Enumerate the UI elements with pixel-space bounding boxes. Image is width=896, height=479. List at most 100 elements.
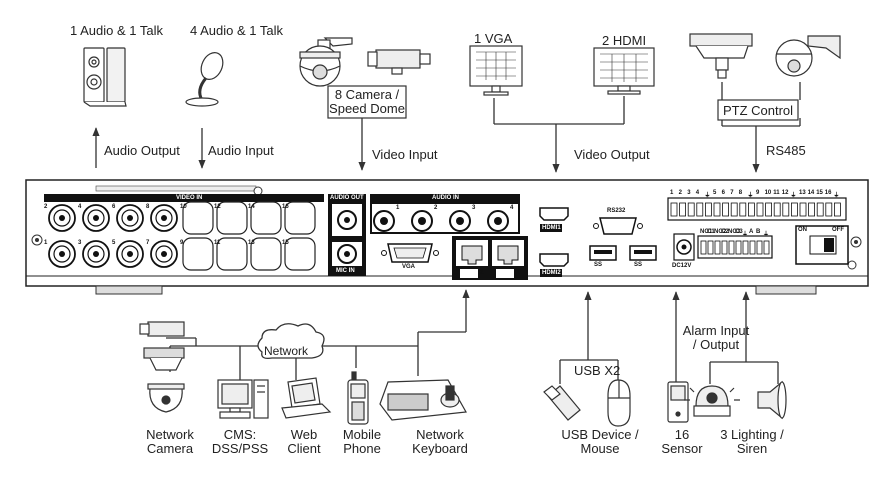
speed-dome-icon [299,37,353,87]
alarm-terminal-pin [808,202,815,217]
video-port-15 [284,237,316,271]
video-port-3 [82,240,110,268]
alarm-terminal-pin [722,202,729,217]
audio-in-number-1: 1 [396,205,400,211]
mouse-icon [607,379,631,427]
alarm-terminal-label: ⏚ [790,193,797,199]
video-port-number-11: 11 [214,240,221,246]
relay-terminal-pin [721,240,728,255]
video-port-number-6: 6 [112,204,116,210]
label-sensor-1: 16 [674,427,690,442]
audio-out-block [328,194,366,276]
video-port-12 [216,201,248,235]
relay-terminal-pin [714,240,721,255]
panel-lan1-label: 1 [516,270,520,276]
video-port-number-13: 13 [248,240,255,246]
alarm-terminal-pin [687,202,695,217]
microphone-icon [185,52,224,107]
video-port-10 [182,201,214,235]
alarm-input-terminals [670,202,841,217]
label-audio-input: Audio Input [208,143,274,158]
network-cloud-icon [257,323,325,360]
alarm-terminal-pin [713,202,721,217]
alarm-terminal-label: ⏚ [833,193,840,199]
alarm-terminal-pin [825,202,833,217]
relay-terminal-label: ⏚ [742,232,749,238]
video-port-number-10: 10 [180,204,187,210]
video-port-11 [216,237,248,271]
alarm-terminal-pin [773,202,781,217]
alarm-terminal-pin [782,202,790,217]
label-ptz-control: PTZ Control [722,103,794,118]
label-cms-1: CMS: [223,427,257,442]
relay-terminal-pin [749,240,756,255]
vga-monitor-icon [469,45,523,96]
box-camera-icon [367,49,431,75]
label-usb-device-2: Mouse [580,441,620,456]
siren-light-icon [684,385,740,417]
panel-rs232-label: RS232 [607,208,626,214]
label-hdmi: 2 HDMI [602,33,647,48]
audio-in-port-3 [449,210,471,232]
top-connections [92,82,801,173]
alarm-terminal-label: 12 [781,190,789,196]
label-camera-line1: 8 Camera / [334,87,400,102]
relay-output-terminals [700,240,770,255]
label-network-camera-1: Network [146,427,194,442]
hdmi-monitor-icon [593,47,655,95]
video-port-number-3: 3 [78,240,82,246]
video-port-number-15: 15 [282,240,289,246]
label-mobile-phone-1: Mobile [342,427,382,442]
label-audio-1-talk: 1 Audio & 1 Talk [70,23,163,38]
alarm-terminal-pin [670,202,678,217]
label-network-keyboard-1: Network [416,427,464,442]
video-port-number-5: 5 [112,240,116,246]
label-audio-4-talk: 4 Audio & 1 Talk [190,23,283,38]
vga-port [381,243,439,263]
label-video-output: Video Output [574,147,650,162]
alarm-terminal-label: 7 [730,190,734,196]
hdmi-ports [539,207,569,277]
video-port-number-9: 9 [180,240,184,246]
rs232-port [593,217,643,235]
label-audio-output: Audio Output [104,143,180,158]
audio-in-ports [373,210,509,232]
relay-terminal-pin [756,240,763,255]
label-lighting-1: 3 Lighting / [720,427,784,442]
alarm-terminal-label: 9 [756,190,760,196]
video-port-8 [150,204,178,232]
video-port-7 [150,240,178,268]
network-camera-icon [139,321,185,413]
camera-label-box [327,85,407,119]
alarm-terminal-label: 16 [824,190,832,196]
label-network-camera-2: Camera [146,441,194,456]
panel-hdmi2-label: HDMI2 [542,270,561,276]
video-port-9 [182,237,214,271]
video-in-ports-top [48,201,316,235]
label-alarm-line2: / Output [692,337,740,352]
label-sensor-2: Sensor [661,441,703,456]
alarm-terminal-pin [730,202,738,217]
relay-terminal-label: ⏚ [763,232,770,238]
video-port-16 [284,201,316,235]
audio-in-number-3: 3 [472,205,476,211]
usb-ports [589,245,657,261]
video-port-number-2: 2 [44,204,48,210]
panel-lan2-label: 2 [480,270,484,276]
alarm-terminal-pin [696,202,704,217]
video-port-number-4: 4 [78,204,82,210]
relay-terminal-pin [735,240,742,255]
network-keyboard-icon [379,379,467,421]
sensor-icon [667,381,689,423]
relay-terminal-label: C1 [707,229,715,235]
laptop-icon [281,377,332,419]
audio-in-port-2 [411,210,433,232]
alarm-terminal-pin [816,202,824,217]
label-alarm-line1: Alarm Input [682,323,750,338]
label-network-keyboard-2: Keyboard [412,441,468,456]
alarm-terminal-label: 5 [713,190,717,196]
alarm-terminal-pin [679,202,686,217]
alarm-terminal-label: 4 [695,190,700,196]
video-port-number-8: 8 [146,204,150,210]
alarm-terminal-pin [791,202,798,217]
